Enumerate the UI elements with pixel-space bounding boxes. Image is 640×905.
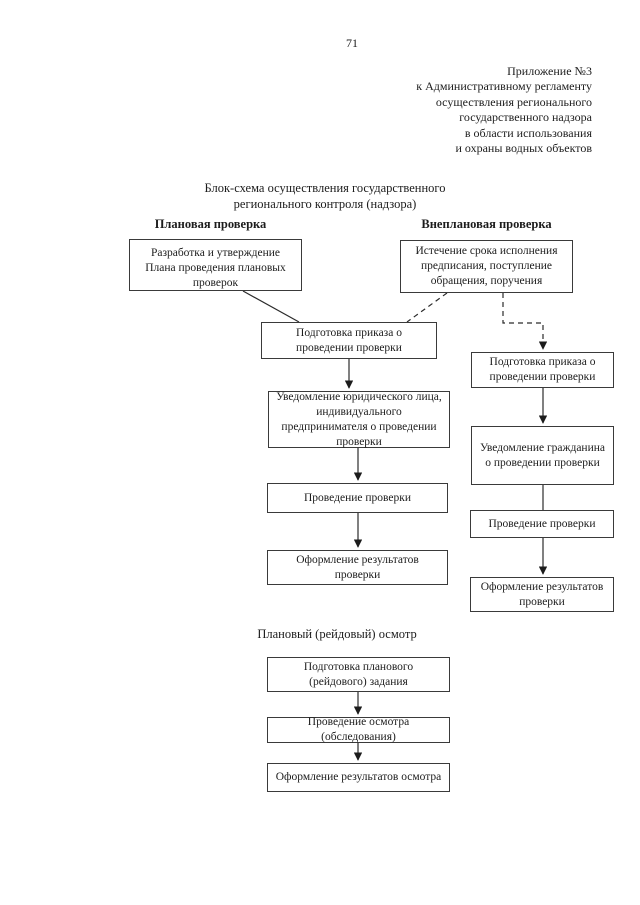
annex-line: к Административному регламенту [416,79,592,94]
flow-box-raid-task-preparation: Подготовка планового (рейдового) задания [267,657,450,692]
annex-line: Приложение №3 [507,64,592,78]
flowchart-title-line: Блок-схема осуществления государственног… [204,181,446,195]
annex-line: государственного надзора [459,110,592,125]
flow-box-check-results: Оформление результатов проверки [267,550,448,585]
annex-reference: Приложение №3 к Административному реглам… [416,64,592,156]
annex-line: в области использования [464,125,592,140]
flow-box-citizen-notification: Уведомление гражданина о проведении пров… [471,426,614,485]
flowchart-title: Блок-схема осуществления государственног… [145,181,505,212]
flow-box-plan-development: Разработка и утверждение Плана проведени… [129,239,302,291]
flow-box-unplanned-order-preparation: Подготовка приказа о проведении проверки [471,352,614,388]
flow-box-check-execution: Проведение проверки [267,483,448,513]
annex-line: и охраны водных объектов [455,141,592,156]
planned-check-header: Плановая проверка [154,217,267,231]
flow-box-unplanned-trigger: Истечение срока исполнения предписания, … [400,240,573,293]
annex-line: осуществления регионального [435,94,592,109]
flow-box-unplanned-check-results: Оформление результатов проверки [470,577,614,612]
flow-box-order-preparation: Подготовка приказа о проведении проверки [261,322,437,359]
flow-box-legal-entity-notification: Уведомление юридического лица, индивидуа… [268,391,450,448]
flowchart-title-line: регионального контроля (надзора) [233,196,417,211]
raid-inspection-title: Плановый (рейдовый) осмотр [257,627,417,641]
flow-box-raid-inspection: Проведение осмотра (обследования) [267,716,450,743]
flow-box-unplanned-check-execution: Проведение проверки [470,510,614,538]
unplanned-check-header: Внеплановая проверка [421,217,552,231]
page-number: 71 [346,36,358,50]
flow-box-raid-results: Оформление результатов осмотра [267,763,450,792]
